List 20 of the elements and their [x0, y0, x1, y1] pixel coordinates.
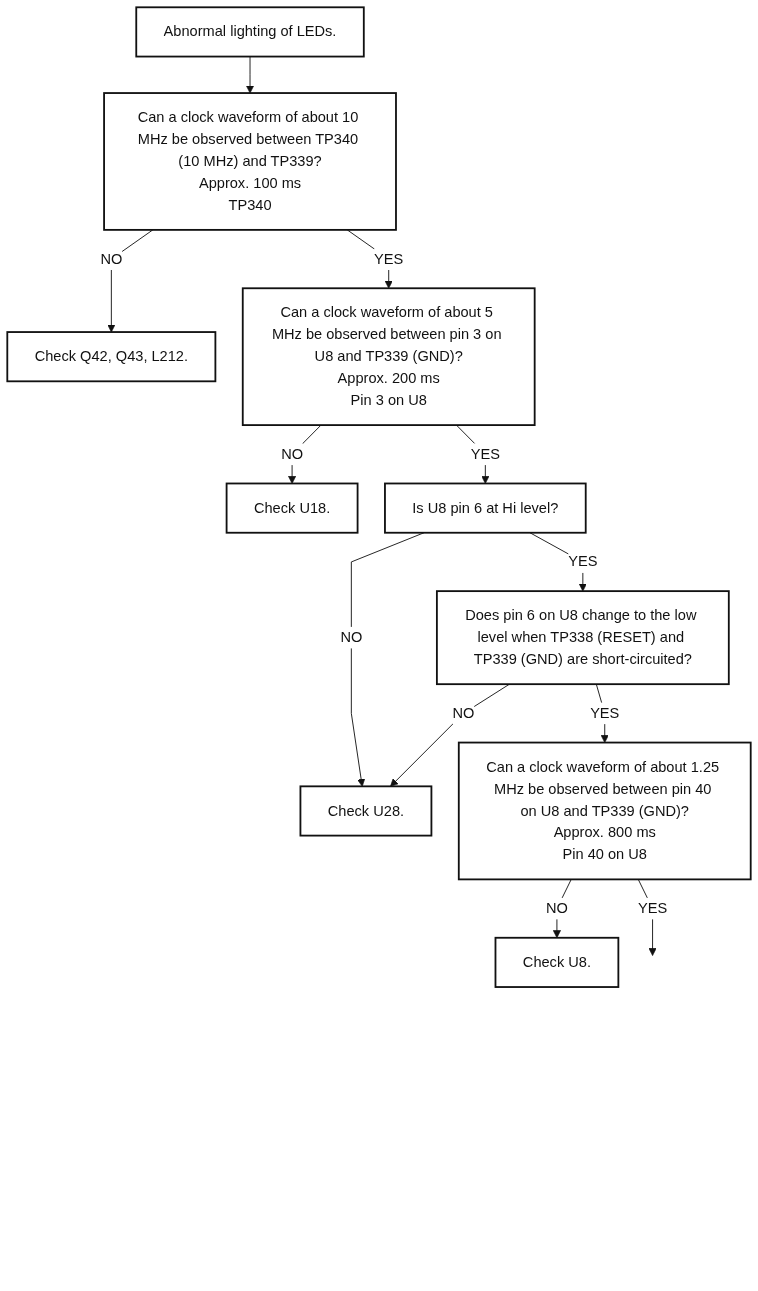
edge-label: NO	[545, 900, 568, 916]
edge-label: NO	[340, 629, 363, 645]
node-box: Abnormal lighting of LEDs.	[135, 6, 365, 58]
node-box: Can a clock waveform of about 1.25 MHz be observed between pin 40 on U8 and TP339 (GND)? Approx. 800 ms Pin 40 on U8	[457, 741, 752, 881]
node-box: Can a clock waveform of about 10 MHz be observed between TP340 (10 MHz) and TP339? Approx. 100 ms TP340	[103, 92, 397, 231]
node-box: Check U18.	[225, 482, 359, 534]
node-box: Is U8 pin 6 at Hi level?	[384, 482, 587, 534]
edge-label: YES	[470, 446, 500, 462]
node-box: Can a clock waveform of about 5 MHz be observed between pin 3 on U8 and TP339 (GND)? Approx. 200 ms Pin 3 on U8	[241, 287, 536, 426]
edge-label: YES	[590, 705, 620, 721]
edge-label: YES	[374, 250, 404, 267]
node-box: Check U8.	[494, 936, 620, 988]
node-box: Check U28.	[299, 785, 433, 837]
edge-label: YES	[637, 900, 668, 916]
edge-label: YES	[568, 553, 598, 570]
edge-label: NO	[281, 446, 304, 462]
edge-label: NO	[452, 705, 475, 721]
edge-label: NO	[100, 250, 123, 267]
node-box: Does pin 6 on U8 change to the low level when TP338 (RESET) and TP339 (GND) are short-circuited?	[435, 590, 730, 686]
node-box: Check Q42, Q43, L212.	[6, 331, 217, 383]
